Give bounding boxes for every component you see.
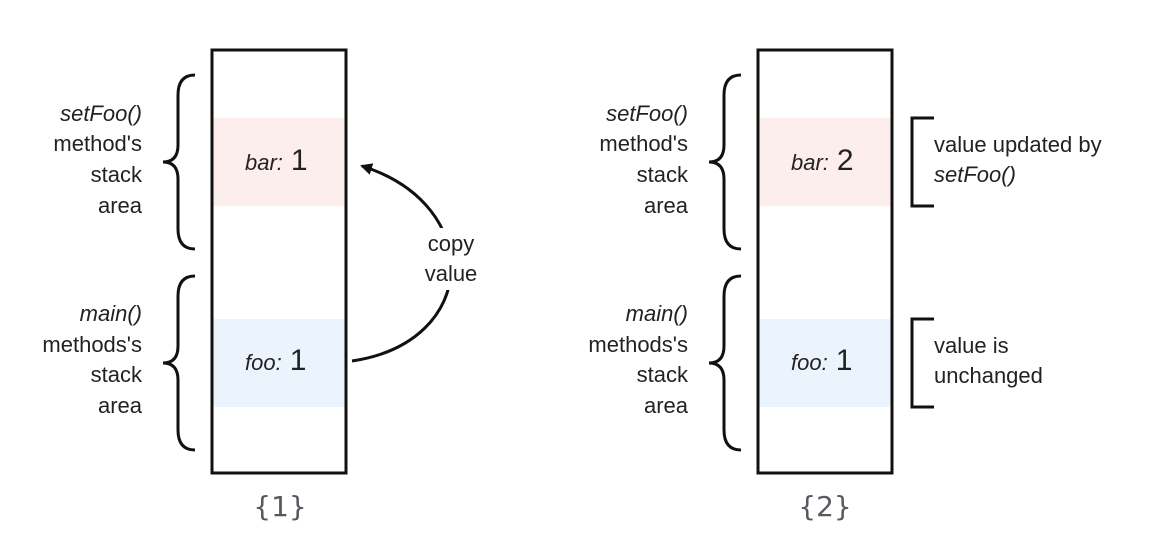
main-brace [162,274,196,452]
foo-value: 1 [290,344,307,377]
panel-1: setFoo() method's stack area main() meth… [42,48,486,523]
main-stack-region [212,319,346,407]
bar-note-line1: value updated by [934,132,1102,157]
setfoo-label-line2: method's [53,131,142,156]
setfoo-label-title: setFoo() [60,101,142,126]
main-label-line3: stack [637,362,689,387]
main-label-line2: methods's [42,332,142,357]
foo-note-bracket [910,317,934,409]
foo-variable: foo: 1 [791,344,852,377]
arrow-label-line2: value [425,261,478,286]
main-label-line4: area [644,393,689,418]
main-brace [708,274,742,452]
bar-variable: bar: 2 [791,144,854,177]
setfoo-label-line4: area [644,193,689,218]
bar-value: 2 [837,144,854,177]
bar-note-bracket [910,116,934,208]
bar-name: bar: [791,150,829,175]
main-label-line4: area [98,393,143,418]
panel-caption: {2} [798,490,851,523]
setfoo-label-line3: stack [637,162,689,187]
setfoo-brace [708,73,742,251]
setfoo-brace [162,73,196,251]
setfoo-stack-region [212,118,346,206]
setfoo-label-title: setFoo() [606,101,688,126]
bar-note-line2: setFoo() [934,162,1016,187]
main-label-line3: stack [91,362,143,387]
foo-name: foo: [245,350,282,375]
main-stack-region [758,319,892,407]
main-label-line2: methods's [588,332,688,357]
panel-2: setFoo() method's stack area main() meth… [588,48,1102,523]
foo-name: foo: [791,350,828,375]
main-label-title: main() [626,301,688,326]
foo-note-line1: value is [934,333,1009,358]
bar-variable: bar: 1 [245,144,308,177]
setfoo-stack-region [758,118,892,206]
arrow-label-line1: copy [428,231,474,256]
foo-note-line2: unchanged [934,363,1043,388]
stack-frame [210,48,348,475]
panel-caption: {1} [253,490,306,523]
stack-frame [756,48,894,475]
foo-value: 1 [836,344,853,377]
main-label-title: main() [80,301,142,326]
arrow-label-bg [410,228,486,290]
setfoo-label-line4: area [98,193,143,218]
bar-value: 1 [291,144,308,177]
bar-name: bar: [245,150,283,175]
foo-variable: foo: 1 [245,344,306,377]
setfoo-label-line3: stack [91,162,143,187]
setfoo-label-line2: method's [599,131,688,156]
